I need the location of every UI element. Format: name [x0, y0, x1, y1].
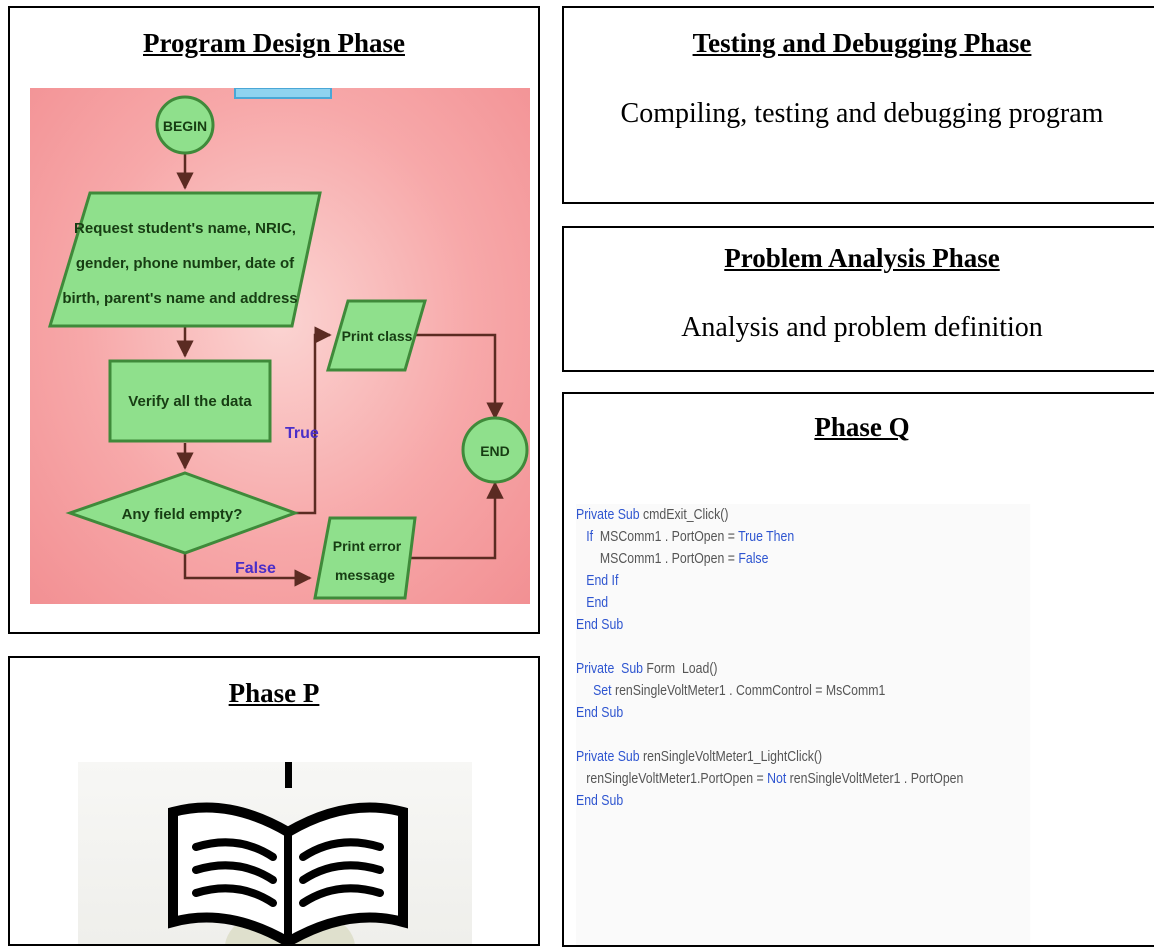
code-text: cmdExit_Click(): [639, 506, 729, 523]
code-line: [576, 636, 1030, 658]
code-text: renSingleVoltMeter1 . CommControl = MsCo…: [611, 682, 886, 699]
code-text: renSingleVoltMeter1.PortOpen =: [576, 770, 768, 787]
analysis-title: Problem Analysis Phase: [724, 243, 1000, 273]
program-design-title: Program Design Phase: [143, 28, 405, 58]
code-keyword: Not: [767, 770, 787, 787]
code-keyword: End Sub: [576, 704, 624, 721]
print-error-line-2: message: [335, 567, 395, 583]
book-illustration: [78, 762, 472, 944]
code-line: End Sub: [576, 790, 1030, 812]
print-error-line-1: Print error: [333, 538, 402, 554]
code-text: MSComm1 . PortOpen =: [576, 550, 739, 567]
code-text: renSingleVoltMeter1 . PortOpen: [786, 770, 964, 787]
print-class-label: Print class: [342, 328, 413, 344]
code-line: renSingleVoltMeter1.PortOpen = Not renSi…: [576, 768, 1030, 790]
true-label: True: [285, 425, 319, 442]
code-line: [576, 724, 1030, 746]
code-line: If MSComm1 . PortOpen = True Then: [576, 526, 1030, 548]
code-keyword: True Then: [738, 528, 795, 545]
verify-label: Verify all the data: [128, 393, 252, 410]
code-keyword: Private Sub: [576, 660, 644, 677]
code-line: End: [576, 592, 1030, 614]
input-line-2: gender, phone number, date of: [76, 255, 295, 272]
code-line: End Sub: [576, 702, 1030, 724]
input-line-1: Request student's name, NRIC,: [74, 220, 296, 237]
code-line: Private Sub Form Load(): [576, 658, 1030, 680]
book-icon: [168, 762, 408, 944]
print-error-node: Print error message: [313, 516, 417, 600]
code-keyword: If: [576, 528, 594, 545]
code-keyword: End If: [576, 572, 619, 589]
code-text: Form Load(): [643, 660, 718, 677]
analysis-description: Analysis and problem definition: [681, 312, 1043, 343]
code-keyword: End: [576, 594, 609, 611]
code-keyword: Set: [576, 682, 612, 699]
begin-label: BEGIN: [163, 118, 207, 134]
input-node: Request student's name, NRIC, gender, ph…: [47, 191, 322, 328]
verify-node: Verify all the data: [108, 359, 272, 443]
code-keyword: End Sub: [576, 616, 624, 633]
false-label: False: [235, 560, 276, 577]
code-line: MSComm1 . PortOpen = False: [576, 548, 1030, 570]
phase-q-panel: Phase Q Private Sub cmdExit_Click() If M…: [562, 392, 1154, 947]
end-label: END: [480, 443, 510, 459]
end-node: END: [461, 416, 529, 484]
code-keyword: False: [738, 550, 769, 567]
code-text: MSComm1 . PortOpen =: [593, 528, 739, 545]
code-line: End Sub: [576, 614, 1030, 636]
code-line: Set renSingleVoltMeter1 . CommControl = …: [576, 680, 1030, 702]
analysis-panel: Problem Analysis Phase Analysis and prob…: [562, 226, 1154, 372]
code-line: End If: [576, 570, 1030, 592]
print-class-node: Print class: [326, 299, 427, 372]
code-keyword: End Sub: [576, 792, 624, 809]
code-text: renSingleVoltMeter1_LightClick(): [639, 748, 823, 765]
code-line: Private Sub cmdExit_Click(): [576, 504, 1030, 526]
code-line: Private Sub renSingleVoltMeter1_LightCli…: [576, 746, 1030, 768]
phase-p-title: Phase P: [228, 678, 320, 708]
code-listing: Private Sub cmdExit_Click() If MSComm1 .…: [576, 504, 1031, 945]
flowchart: BEGIN Request student's name, NRIC, gend…: [30, 87, 530, 604]
code-keyword: Private Sub: [576, 748, 640, 765]
decision-label: Any field empty?: [122, 506, 243, 523]
begin-node: BEGIN: [155, 95, 215, 155]
phase-p-panel: Phase P: [8, 656, 540, 946]
testing-panel: Testing and Debugging Phase Compiling, t…: [562, 6, 1154, 204]
testing-title: Testing and Debugging Phase: [692, 28, 1032, 58]
input-line-3: birth, parent's name and address: [62, 290, 297, 307]
flowchart-graphic: BEGIN Request student's name, NRIC, gend…: [47, 87, 529, 600]
code-keyword: Private Sub: [576, 506, 640, 523]
program-design-panel: Program Design Phase: [8, 6, 540, 634]
testing-description: Compiling, testing and debugging program: [620, 98, 1104, 129]
decision-node: Any field empty?: [65, 471, 300, 555]
phase-q-title: Phase Q: [814, 412, 910, 442]
